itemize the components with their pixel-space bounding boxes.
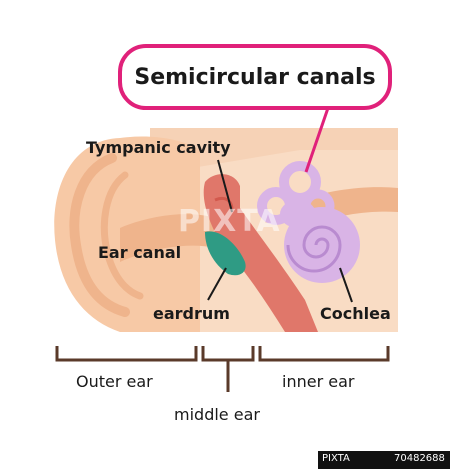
ear-canal-shape xyxy=(120,214,215,262)
auricle-fold xyxy=(69,153,130,317)
cochlea-shape xyxy=(284,207,360,283)
outer-ear-label: Outer ear xyxy=(76,372,153,391)
cochlea-label: Cochlea xyxy=(320,304,391,323)
tissue-shade xyxy=(150,128,398,175)
tympanic-cavity-shape xyxy=(203,174,318,332)
semicircular-canals-label: Semicircular canals xyxy=(134,64,376,90)
middle-ear-bracket xyxy=(201,346,255,362)
tympanic-cavity-label: Tympanic cavity xyxy=(86,138,231,157)
canal-ring-top xyxy=(279,161,321,203)
watermark: PIXTA xyxy=(178,204,281,239)
middle-ear-label: middle ear xyxy=(174,405,260,424)
eardrum-leader xyxy=(207,267,227,301)
credit-brand: PIXTA xyxy=(322,453,350,464)
ear-canal-label: Ear canal xyxy=(98,243,182,262)
cochlea-spiral xyxy=(286,225,342,273)
inner-ear-bracket xyxy=(258,346,390,362)
eardrum-shape xyxy=(205,231,246,276)
credit-id: 70482688 xyxy=(394,453,445,464)
inner-ear-label: inner ear xyxy=(282,372,355,391)
eardrum-label: eardrum xyxy=(153,304,230,323)
auricle-inner-fold xyxy=(100,171,144,300)
callout-bubble xyxy=(118,44,392,110)
cochlea-leader xyxy=(339,267,353,303)
outer-ear-bracket xyxy=(55,346,198,362)
credit-bar xyxy=(318,451,450,469)
tympanic-leader xyxy=(217,159,233,213)
callout-pointer xyxy=(304,107,330,173)
